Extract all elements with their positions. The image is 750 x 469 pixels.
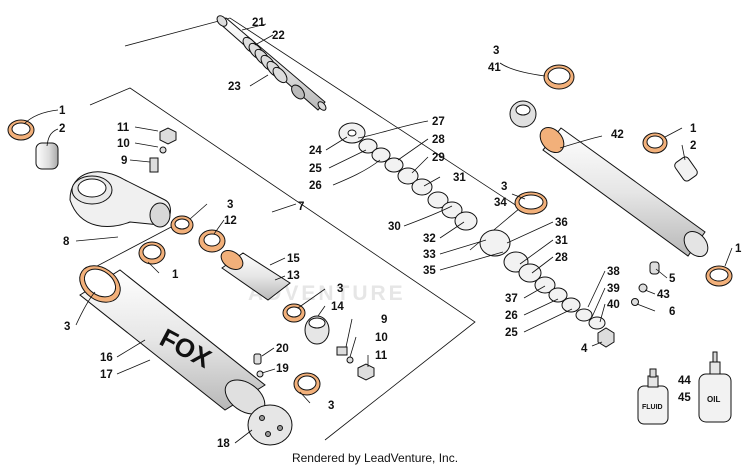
callout-25: 25 <box>309 163 322 175</box>
callout-22: 22 <box>272 30 285 42</box>
exploded-parts-diagram: FOX FLUID OIL <box>7 15 742 450</box>
callout-3: 3 <box>493 45 499 57</box>
callout-23: 23 <box>228 81 241 93</box>
callout-18: 18 <box>217 438 230 450</box>
reservoir-body <box>509 64 733 306</box>
callout-7: 7 <box>298 201 304 213</box>
upper-assembly-bracket <box>124 17 521 251</box>
callout-14: 14 <box>331 301 344 313</box>
callout-41: 41 <box>488 62 501 74</box>
callout-3: 3 <box>328 400 334 412</box>
end-cap-18 <box>247 346 375 446</box>
callout-44: 44 <box>678 375 691 387</box>
callout-20: 20 <box>276 343 289 355</box>
callout-5: 5 <box>669 273 676 285</box>
fluid-bottle <box>637 368 669 425</box>
valve-shim-stack <box>338 122 615 348</box>
callout-11: 11 <box>117 122 130 134</box>
callout-3: 3 <box>501 181 507 193</box>
callout-1: 1 <box>172 269 179 281</box>
oil-bottle-label: OIL <box>707 395 720 404</box>
callout-37: 37 <box>505 293 518 305</box>
main-body <box>79 265 266 415</box>
callout-3: 3 <box>337 283 343 295</box>
callout-28: 28 <box>432 134 445 146</box>
piston-parts <box>170 215 330 345</box>
callout-10: 10 <box>117 138 130 150</box>
callout-19: 19 <box>276 363 289 375</box>
callout-3: 3 <box>64 321 70 333</box>
callout-27: 27 <box>432 116 445 128</box>
callout-40: 40 <box>607 299 620 311</box>
callout-24: 24 <box>309 145 322 157</box>
fluid-bottle-label: FLUID <box>642 404 663 411</box>
callout-6: 6 <box>669 306 675 318</box>
bracket-7 <box>89 87 476 441</box>
callout-35: 35 <box>423 265 436 277</box>
callout-28: 28 <box>555 252 568 264</box>
callout-34: 34 <box>494 197 507 209</box>
callout-33: 33 <box>423 249 436 261</box>
callout-36: 36 <box>555 217 568 229</box>
callout-numbers: 1 2 11 10 9 8 3 12 7 1 15 13 3 14 3 16 1… <box>59 17 742 450</box>
callout-9: 9 <box>381 314 387 326</box>
callout-2: 2 <box>59 123 65 135</box>
callout-25: 25 <box>505 327 518 339</box>
callout-1: 1 <box>735 243 742 255</box>
callout-38: 38 <box>607 266 620 278</box>
upper-eyelet-body <box>7 119 177 265</box>
callout-2: 2 <box>690 140 696 152</box>
callout-1: 1 <box>690 123 697 135</box>
callout-43: 43 <box>657 289 670 301</box>
callout-26: 26 <box>309 180 322 192</box>
footer-credit: Rendered by LeadVenture, Inc. <box>291 451 459 465</box>
callout-16: 16 <box>100 352 113 364</box>
callout-13: 13 <box>287 270 300 282</box>
callout-31: 31 <box>555 235 568 247</box>
callout-31: 31 <box>453 172 466 184</box>
oil-bottle <box>698 351 732 423</box>
callout-21: 21 <box>252 17 265 29</box>
callout-15: 15 <box>287 253 300 265</box>
callout-17: 17 <box>100 369 113 381</box>
callout-26: 26 <box>505 310 518 322</box>
ring-34 <box>514 191 548 215</box>
callout-42: 42 <box>611 129 624 141</box>
callout-1: 1 <box>59 105 66 117</box>
callout-29: 29 <box>432 152 445 164</box>
callout-10: 10 <box>375 332 388 344</box>
callout-3: 3 <box>227 199 233 211</box>
callout-4: 4 <box>581 343 588 355</box>
callout-8: 8 <box>63 236 70 248</box>
callout-39: 39 <box>607 283 620 295</box>
callout-45: 45 <box>678 392 691 404</box>
watermark-text: ADVENTURE <box>248 282 406 305</box>
leader-lines <box>23 23 733 444</box>
callout-30: 30 <box>388 221 401 233</box>
callout-32: 32 <box>423 233 436 245</box>
callout-9: 9 <box>121 155 127 167</box>
damper-shaft <box>216 15 327 111</box>
callout-11: 11 <box>375 350 388 362</box>
callout-12: 12 <box>224 215 237 227</box>
